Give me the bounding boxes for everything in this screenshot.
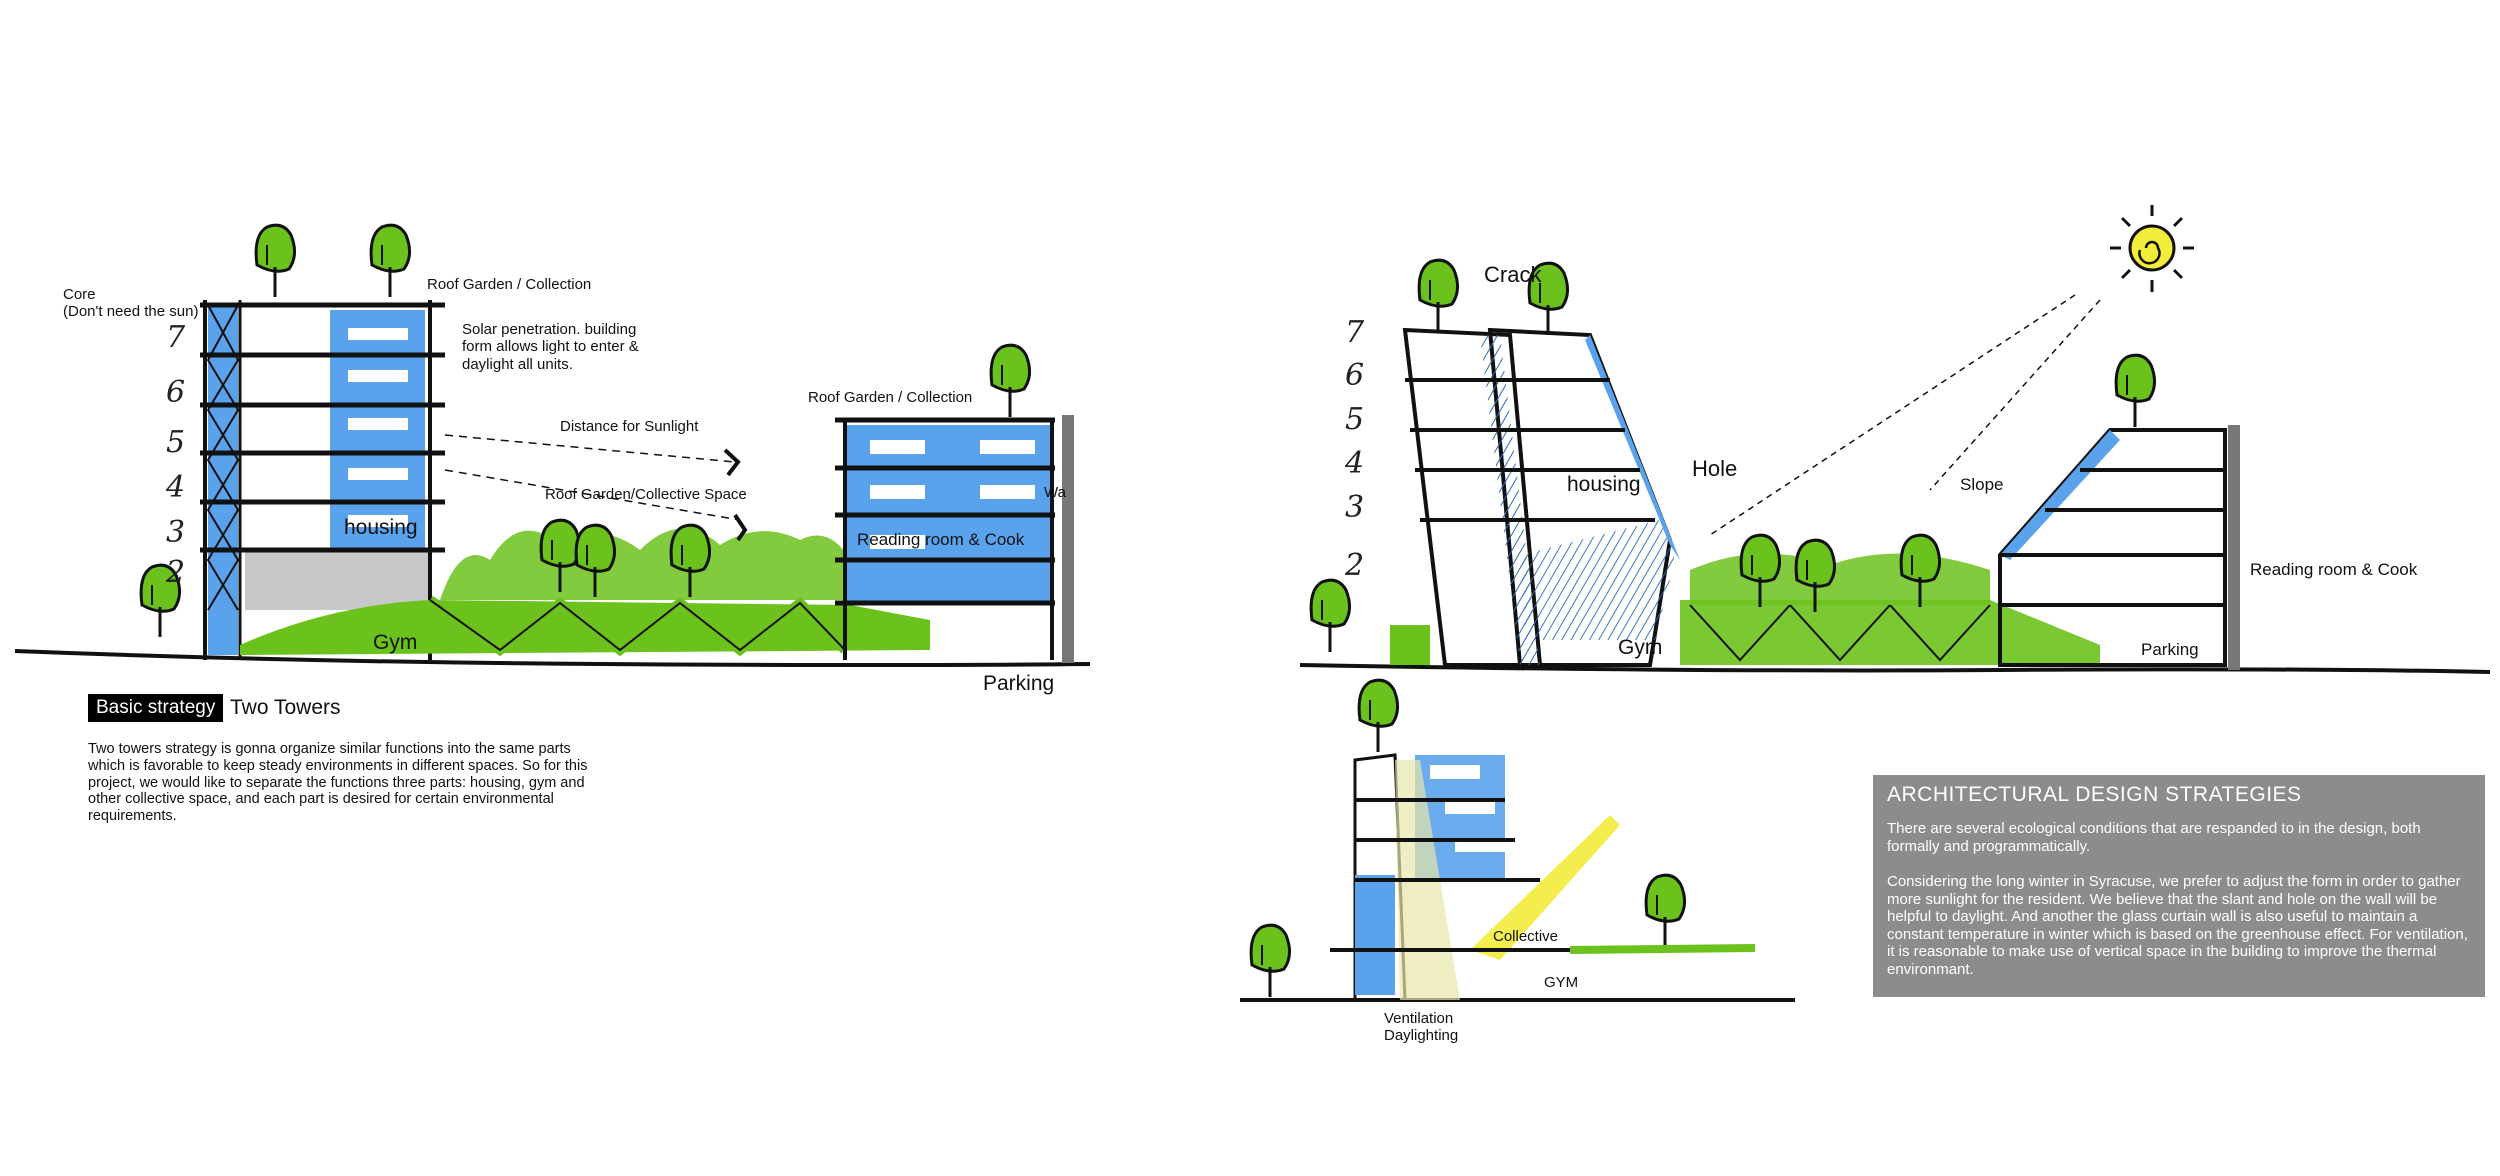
roof-garden-label: Roof Garden / Collection <box>427 276 591 293</box>
core-label: Core (Don't need the sun) <box>63 286 198 321</box>
floor-number: 5 <box>1345 402 1364 437</box>
hole-label: Hole <box>1692 456 1737 482</box>
daylighting-label: Daylighting <box>1384 1027 1458 1044</box>
floor-number: 3 <box>1345 490 1364 525</box>
slope-label: Slope <box>1960 475 2003 495</box>
housing-label: housing <box>344 516 418 540</box>
gym-label-bottom: GYM <box>1544 974 1578 991</box>
sun-icon <box>2110 205 2194 292</box>
design-strategies-panel: ARCHITECTURAL DESIGN STRATEGIES There ar… <box>1873 775 2485 997</box>
roof-garden-label-2: Roof Garden / Collection <box>808 389 972 406</box>
solar-note: Solar penetration. building form allows … <box>462 321 639 373</box>
gym-label: Gym <box>373 631 417 655</box>
floor-number: 2 <box>1345 548 1364 583</box>
distance-label: Distance for Sunlight <box>560 418 698 435</box>
strategy-title: Two Towers <box>230 696 341 720</box>
housing-label-right: housing <box>1567 473 1641 497</box>
gym-label-right: Gym <box>1618 636 1662 660</box>
floor-number: 7 <box>166 320 185 355</box>
panel-paragraph-2: Considering the long winter in Syracuse,… <box>1887 873 2473 978</box>
floor-number: 3 <box>166 515 185 550</box>
floor-number: 2 <box>166 555 185 590</box>
crack-label: Crack <box>1484 262 1541 288</box>
reading-room-label-right: Reading room & Cook <box>2250 560 2417 580</box>
floor-number: 4 <box>1345 446 1364 481</box>
bottom-section <box>1240 680 1795 1000</box>
parking-label: Parking <box>983 672 1054 696</box>
right-section <box>1300 205 2490 672</box>
floor-number: 5 <box>166 425 185 460</box>
floor-number: 7 <box>1345 315 1364 350</box>
floor-number: 6 <box>166 375 185 410</box>
parking-label-right: Parking <box>2141 640 2199 660</box>
ventilation-label: Ventilation <box>1384 1010 1453 1027</box>
collective-label: Collective <box>1493 928 1558 945</box>
strategy-description: Two towers strategy is gonna organize si… <box>88 741 603 825</box>
panel-title: ARCHITECTURAL DESIGN STRATEGIES <box>1887 783 2302 807</box>
reading-room-label: Reading room & Cook <box>857 530 1024 550</box>
strategy-badge: Basic strategy <box>88 694 223 722</box>
floor-number: 6 <box>1345 358 1364 393</box>
wall-label: Wa <box>1044 484 1066 501</box>
roof-garden-collective-label: Roof Garden/Collective Space <box>545 486 747 503</box>
panel-paragraph-1: There are several ecological conditions … <box>1887 820 2473 855</box>
floor-number: 4 <box>166 470 185 505</box>
